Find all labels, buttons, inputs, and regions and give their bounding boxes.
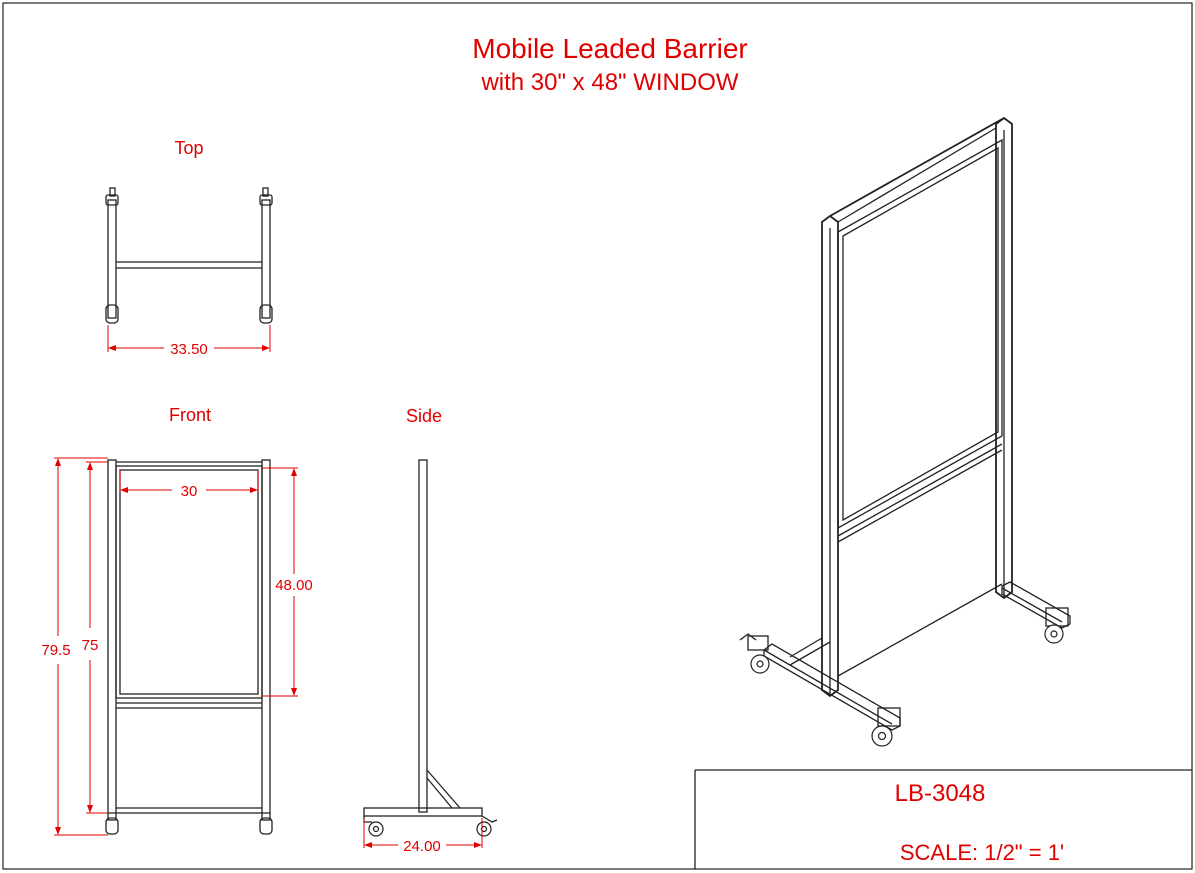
caster-back-right [1044,624,1064,644]
dim-window-width: 30 [181,483,198,500]
dim-base-depth: 24.00 [403,838,441,855]
part-number: LB-3048 [895,780,986,807]
top-view-label: Top [174,138,203,158]
side-view-label: Side [406,406,442,426]
caster-front-left [750,654,770,674]
drawing-subtitle: with 30" x 48" WINDOW [480,69,738,96]
top-view: Top 33.50 [105,138,273,358]
drawing-scale: SCALE: 1/2" = 1' [900,840,1064,865]
caster-front-right [871,725,893,747]
drawing-title: Mobile Leaded Barrier [472,33,748,64]
title-block: LB-3048 SCALE: 1/2" = 1' [694,769,1192,869]
dim-overall-height: 79.5 [41,642,70,659]
side-view: Side 24.00 [363,406,498,855]
dim-top-width: 33.50 [170,341,208,358]
dim-frame-height: 75 [82,637,99,654]
isometric-view [739,116,1071,747]
front-view-label: Front [169,405,211,425]
front-view: Front 30 48.00 [41,405,313,836]
dim-window-height: 48.00 [275,577,313,594]
